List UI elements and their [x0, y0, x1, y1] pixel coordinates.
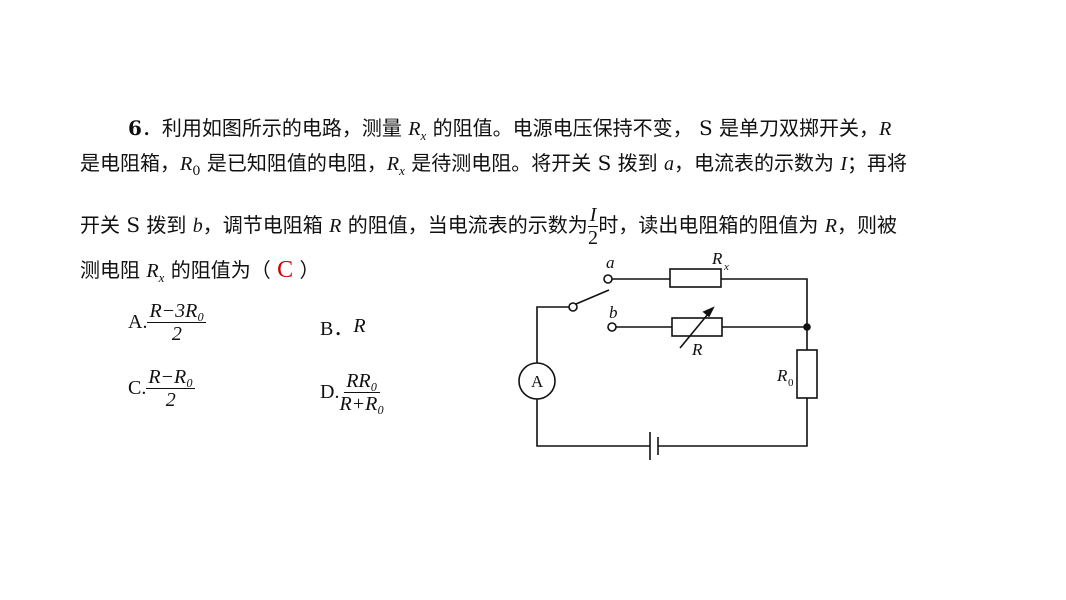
denominator: R+R₀: [339, 393, 385, 415]
ammeter-label: A: [531, 372, 544, 391]
denominator: 2: [588, 227, 599, 249]
wires: [536, 278, 808, 447]
option-label: C.: [128, 377, 147, 399]
junction-dot: [803, 323, 811, 331]
question-line-1: 6．利用如图所示的电路，测量 Rx 的阻值。电源电压保持不变， S 是单刀双掷开…: [128, 116, 891, 148]
label-r0: R: [776, 366, 788, 385]
switch-blade: [575, 289, 610, 305]
numerator: I: [587, 204, 599, 227]
var-i: I: [840, 153, 848, 175]
label-rx: R: [711, 249, 723, 268]
numerator: R−R₀: [146, 366, 196, 389]
text: 的阻值。电源电压保持不变， S 是单刀双掷开关，: [426, 116, 880, 140]
text: 是电阻箱，: [80, 151, 180, 175]
label-rx-sub: x: [723, 261, 729, 273]
option-text: R: [353, 315, 366, 337]
var-a: a: [664, 153, 674, 175]
resistor-r0: [796, 349, 818, 399]
option-label: D.: [320, 381, 340, 403]
label-a: a: [606, 253, 615, 272]
text: 时，读出电阻箱的阻值为: [598, 213, 825, 237]
sub: x: [399, 163, 405, 178]
question-number: 6: [128, 116, 142, 140]
option-label: B．: [320, 318, 354, 340]
label-r: R: [691, 340, 703, 359]
var-r: R: [824, 215, 837, 237]
text: 开关 S 拨到: [80, 213, 193, 237]
numerator: R−3R₀: [147, 300, 207, 323]
var-rx: R: [386, 153, 400, 175]
question-line-4: 测电阻 Rx 的阻值为（ C ）: [80, 258, 319, 290]
ammeter: [518, 362, 556, 400]
resistor-rx: [669, 268, 722, 288]
switch-pivot: [568, 302, 578, 312]
label-r0-sub: 0: [788, 377, 794, 389]
var-rx: R: [408, 118, 421, 140]
text: ．利用如图所示的电路，测量: [141, 116, 409, 140]
var-r: R: [329, 215, 342, 237]
var-b: b: [192, 215, 203, 237]
text: ，电流表的示数为: [674, 151, 841, 175]
sub: x: [420, 128, 427, 143]
circuit-diagram: A a b R x R R 0: [518, 249, 818, 460]
question-page: 6．利用如图所示的电路，测量 Rx 的阻值。电源电压保持不变， S 是单刀双掷开…: [80, 116, 907, 460]
terminal-a: [603, 274, 613, 284]
text: 的阻值，当电流表的示数为: [341, 213, 588, 237]
arrow-head-icon: [702, 306, 715, 318]
text: 是待测电阻。将开关 S 拨到: [404, 151, 664, 175]
numerator: RR₀: [344, 370, 380, 393]
sub: 0: [192, 164, 201, 179]
label-b: b: [609, 303, 618, 322]
text: ；再将: [847, 151, 908, 175]
text: ，则被: [836, 213, 897, 237]
text: 测电阻: [80, 258, 147, 282]
question-line-2: 是电阻箱，R0 是已知阻值的电阻，Rx 是待测电阻。将开关 S 拨到 a，电流表…: [80, 151, 907, 184]
var-r0: R: [180, 153, 193, 175]
var-r: R: [879, 118, 892, 140]
text: ）: [293, 258, 320, 282]
text: 是已知阻值的电阻，: [200, 151, 387, 175]
text: 的阻值为（: [164, 258, 278, 282]
sub: x: [158, 270, 165, 285]
var-rx: R: [146, 260, 159, 282]
denominator: 2: [165, 389, 176, 411]
option-label: A.: [128, 311, 148, 333]
text: ，调节电阻箱: [202, 213, 330, 237]
terminal-b: [607, 322, 617, 332]
denominator: 2: [171, 323, 182, 345]
option-b[interactable]: B．R: [320, 312, 366, 341]
answer: C: [277, 257, 294, 283]
